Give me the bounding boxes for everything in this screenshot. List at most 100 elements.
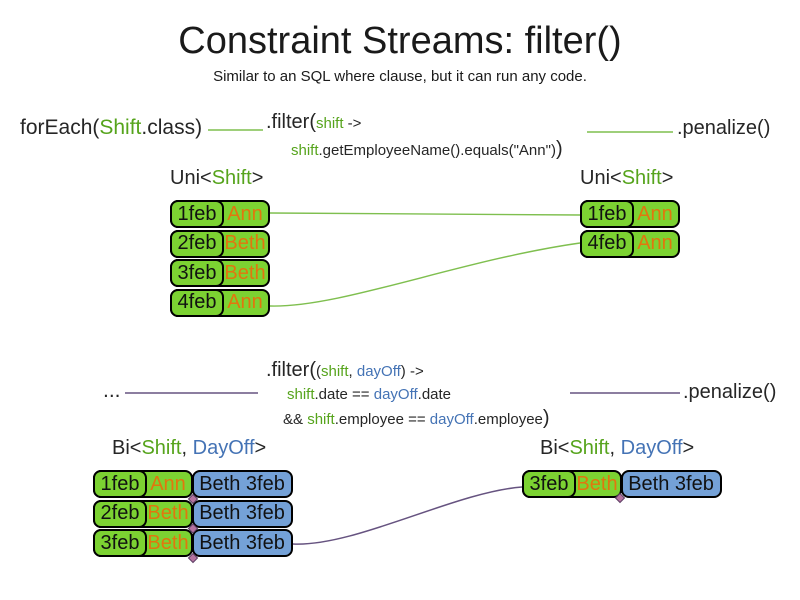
code-segment: > bbox=[682, 437, 695, 459]
code-filter1-line1: .filter(shift -> bbox=[266, 111, 361, 134]
code-segment: .filter( bbox=[266, 359, 316, 381]
code-segment: , bbox=[609, 437, 621, 459]
code-segment: .date bbox=[417, 386, 452, 403]
code-segment: .getEmployeeName().equals("Ann") bbox=[318, 142, 556, 159]
page-subtitle: Similar to an SQL where clause, but it c… bbox=[213, 68, 587, 85]
code-segment: .employee == bbox=[334, 411, 430, 428]
code-segment: .filter( bbox=[266, 111, 316, 133]
shift-employee: Ann bbox=[150, 472, 186, 495]
code-segment: dayOff bbox=[373, 386, 418, 403]
code-ellipsis: ... bbox=[103, 379, 121, 402]
shift-employee: Ann bbox=[637, 232, 673, 254]
code-segment: Bi< bbox=[112, 437, 142, 459]
code-segment: .date == bbox=[314, 386, 374, 403]
shift-employee: Beth bbox=[224, 261, 266, 284]
connector-3feb-beth-pair bbox=[292, 486, 523, 545]
code-segment: -> bbox=[343, 115, 362, 132]
code-segment: Shift bbox=[99, 116, 142, 139]
code-filter2-line1: .filter((shift, dayOff) -> bbox=[266, 359, 424, 382]
code-segment: > bbox=[254, 437, 267, 459]
code-segment: Uni< bbox=[170, 167, 212, 189]
code-segment: ) bbox=[542, 407, 550, 429]
shift-date: 2feb bbox=[93, 499, 147, 528]
code-segment: , bbox=[181, 437, 193, 459]
connector-4feb-ann bbox=[269, 242, 581, 307]
shift-employee: Beth bbox=[147, 502, 189, 524]
bi-shift-dayoff-header-left: Bi<Shift, DayOff> bbox=[112, 437, 266, 460]
code-segment: Uni< bbox=[580, 167, 622, 189]
shift-employee: Beth bbox=[224, 232, 266, 254]
bi-shift-dayoff-header-right: Bi<Shift, DayOff> bbox=[540, 437, 694, 460]
shift-date: 4feb bbox=[580, 229, 634, 258]
code-segment: > bbox=[251, 167, 264, 189]
shift-date: 3feb bbox=[93, 529, 147, 557]
code-segment: ) -> bbox=[400, 363, 424, 380]
dayoff-cell: Beth 3feb bbox=[191, 529, 293, 557]
code-segment: , bbox=[348, 363, 357, 380]
code-segment: Bi< bbox=[540, 437, 570, 459]
code-segment: .employee bbox=[473, 411, 543, 428]
uni-shift-header-right: Uni<Shift> bbox=[580, 167, 673, 190]
code-segment: .class) bbox=[141, 116, 203, 139]
code-segment: shift bbox=[291, 142, 319, 159]
shift-date: 2feb bbox=[170, 229, 224, 258]
code-segment: && bbox=[283, 411, 308, 428]
code-segment: forEach( bbox=[20, 116, 100, 139]
shift-date: 3feb bbox=[522, 470, 576, 498]
shift-employee: Ann bbox=[227, 291, 263, 313]
code-filter1-line2: shift.getEmployeeName().equals("Ann")) bbox=[291, 138, 563, 161]
code-segment: shift bbox=[316, 115, 344, 132]
shift-date: 1feb bbox=[580, 200, 634, 228]
code-filter2-line2: shift.date == dayOff.date bbox=[287, 386, 451, 404]
shift-employee: Beth bbox=[147, 531, 189, 554]
code-segment: DayOff bbox=[620, 437, 683, 459]
code-segment: ) bbox=[555, 138, 563, 160]
dayoff-cell: Beth 3feb bbox=[191, 470, 293, 498]
shift-date: 3feb bbox=[170, 259, 224, 287]
code-segment: shift bbox=[307, 411, 335, 428]
shift-date: 1feb bbox=[170, 200, 224, 228]
code-penalize-top: .penalize() bbox=[677, 117, 771, 139]
shift-employee: Beth bbox=[576, 472, 618, 495]
code-foreach: forEach(Shift.class) bbox=[20, 116, 202, 140]
shift-date: 4feb bbox=[170, 288, 224, 317]
page-title: Constraint Streams: filter() bbox=[178, 20, 622, 62]
code-segment: shift bbox=[321, 363, 349, 380]
code-segment: DayOff bbox=[192, 437, 255, 459]
code-segment: Shift bbox=[141, 437, 182, 459]
code-segment: Shift bbox=[621, 167, 662, 189]
shift-employee: Ann bbox=[227, 202, 263, 225]
code-filter2-line3: && shift.employee == dayOff.employee) bbox=[283, 407, 550, 430]
code-segment: dayOff bbox=[429, 411, 474, 428]
shift-date: 1feb bbox=[93, 470, 147, 498]
dayoff-cell: Beth 3feb bbox=[191, 499, 293, 528]
connector-1feb-ann bbox=[269, 212, 581, 216]
code-penalize-bottom: .penalize() bbox=[683, 381, 777, 403]
dayoff-cell: Beth 3feb bbox=[620, 470, 722, 498]
